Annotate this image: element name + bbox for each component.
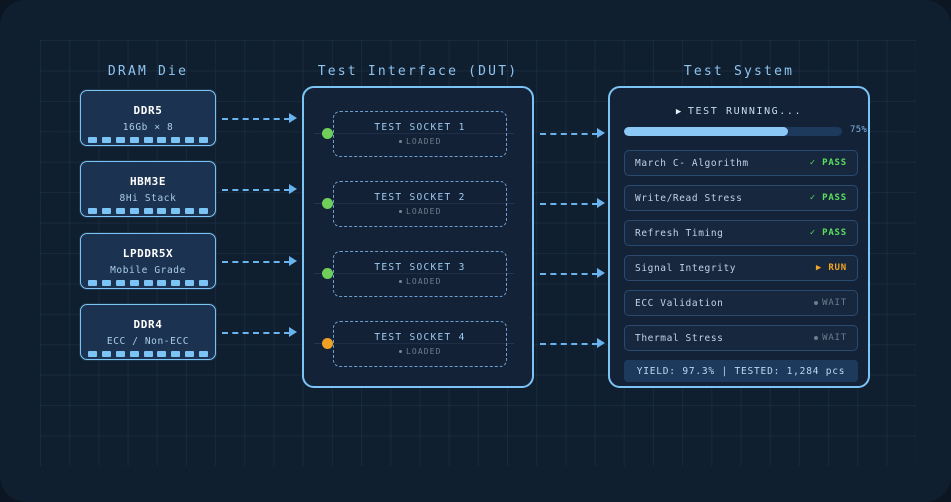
dram-die-card[interactable]: DDR4 ECC / Non-ECC: [80, 304, 216, 360]
test-result: ✓ PASS: [810, 193, 847, 203]
test-socket-2[interactable]: TEST SOCKET 2 LOADED: [333, 181, 507, 227]
die-pins-icon: [88, 208, 208, 214]
socket-status-text: LOADED: [406, 137, 442, 146]
wait-dot-icon: [814, 335, 819, 340]
socket-status: LOADED: [398, 347, 442, 356]
test-row[interactable]: Write/Read Stress ✓ PASS: [624, 185, 858, 211]
die-pins-icon: [88, 137, 208, 143]
test-result-text: WAIT: [822, 298, 847, 308]
test-row[interactable]: Refresh Timing ✓ PASS: [624, 220, 858, 246]
connector-arrow-icon: [289, 327, 297, 337]
check-icon: ✓: [809, 158, 816, 168]
socket-led-3: [322, 268, 333, 279]
socket-led-4: [322, 338, 333, 349]
test-name: ECC Validation: [635, 297, 724, 309]
socket-status: LOADED: [398, 137, 442, 146]
connector-die-to-dut: [222, 118, 290, 120]
connector-arrow-icon: [289, 184, 297, 194]
socket-led-2: [322, 198, 333, 209]
connector-dut-to-system: [540, 133, 598, 135]
pcb-trace: [314, 343, 514, 344]
play-icon: ▶: [675, 107, 683, 117]
test-running-header: ▶ TEST RUNNING...: [610, 106, 868, 117]
connector-arrow-icon: [597, 338, 605, 348]
test-socket-3[interactable]: TEST SOCKET 3 LOADED: [333, 251, 507, 297]
test-name: Refresh Timing: [635, 227, 724, 239]
connector-die-to-dut: [222, 189, 290, 191]
test-result: WAIT: [814, 298, 847, 308]
test-result: WAIT: [814, 333, 847, 343]
die-spec: 8Hi Stack: [119, 192, 177, 204]
column-title-dut: Test Interface (DUT): [317, 64, 519, 79]
connector-die-to-dut: [222, 332, 290, 334]
socket-label: TEST SOCKET 4: [374, 332, 466, 343]
pcb-trace: [314, 273, 514, 274]
progress-percent-label: 75%: [850, 125, 868, 135]
die-name: HBM3E: [129, 174, 167, 188]
dram-die-card[interactable]: LPDDR5X Mobile Grade: [80, 233, 216, 289]
run-label: TEST RUNNING...: [687, 106, 803, 117]
die-spec: ECC / Non-ECC: [106, 335, 190, 347]
test-result-text: PASS: [822, 158, 847, 168]
check-icon: ✓: [809, 228, 816, 238]
die-name: DDR4: [133, 317, 163, 331]
connector-dut-to-system: [540, 273, 598, 275]
test-name: Write/Read Stress: [635, 192, 743, 204]
test-interface-panel: TEST SOCKET 1 LOADED TEST SOCKET 2 LOADE…: [302, 86, 534, 388]
test-result-text: PASS: [822, 228, 847, 238]
wait-dot-icon: [814, 300, 819, 305]
socket-status-text: LOADED: [406, 277, 442, 286]
test-result: ✓ PASS: [810, 158, 847, 168]
die-name: DDR5: [133, 103, 163, 117]
test-result-text: PASS: [822, 193, 847, 203]
test-result-text: RUN: [828, 263, 847, 273]
die-spec: 16Gb × 8: [122, 121, 174, 133]
socket-label: TEST SOCKET 2: [374, 192, 466, 203]
connector-arrow-icon: [289, 256, 297, 266]
dram-die-card[interactable]: HBM3E 8Hi Stack: [80, 161, 216, 217]
socket-status: LOADED: [398, 207, 442, 216]
test-socket-1[interactable]: TEST SOCKET 1 LOADED: [333, 111, 507, 157]
test-row[interactable]: Signal Integrity ▶ RUN: [624, 255, 858, 281]
test-name: Thermal Stress: [635, 332, 724, 344]
test-socket-4[interactable]: TEST SOCKET 4 LOADED: [333, 321, 507, 367]
pcb-trace: [314, 203, 514, 204]
dram-die-card[interactable]: DDR5 16Gb × 8: [80, 90, 216, 146]
connector-arrow-icon: [597, 268, 605, 278]
test-row[interactable]: March C- Algorithm ✓ PASS: [624, 150, 858, 176]
die-pins-icon: [88, 280, 208, 286]
connector-dut-to-system: [540, 203, 598, 205]
socket-label: TEST SOCKET 3: [374, 262, 466, 273]
test-result: ✓ PASS: [810, 228, 847, 238]
die-name: LPDDR5X: [122, 246, 174, 260]
test-result: ▶ RUN: [816, 263, 847, 273]
test-row[interactable]: Thermal Stress WAIT: [624, 325, 858, 351]
progress-bar-fill: [624, 127, 788, 136]
test-name: March C- Algorithm: [635, 157, 749, 169]
column-title-system: Test System: [683, 64, 795, 79]
test-system-panel: ▶ TEST RUNNING... 75% March C- Algorithm …: [608, 86, 870, 388]
test-name: Signal Integrity: [635, 262, 737, 274]
connector-arrow-icon: [289, 113, 297, 123]
die-pins-icon: [88, 351, 208, 357]
connector-die-to-dut: [222, 261, 290, 263]
socket-led-1: [322, 128, 333, 139]
socket-status: LOADED: [398, 277, 442, 286]
test-result-text: WAIT: [822, 333, 847, 343]
pcb-trace: [314, 133, 514, 134]
connector-arrow-icon: [597, 128, 605, 138]
connector-dut-to-system: [540, 343, 598, 345]
progress-bar: [624, 127, 842, 136]
column-title-dram: DRAM Die: [107, 64, 189, 79]
play-icon: ▶: [815, 263, 823, 273]
socket-label: TEST SOCKET 1: [374, 122, 466, 133]
die-spec: Mobile Grade: [110, 264, 186, 276]
connector-arrow-icon: [597, 198, 605, 208]
socket-status-text: LOADED: [406, 347, 442, 356]
test-row[interactable]: ECC Validation WAIT: [624, 290, 858, 316]
yield-summary: YIELD: 97.3% | TESTED: 1,284 pcs: [624, 360, 858, 382]
check-icon: ✓: [809, 193, 816, 203]
socket-status-text: LOADED: [406, 207, 442, 216]
